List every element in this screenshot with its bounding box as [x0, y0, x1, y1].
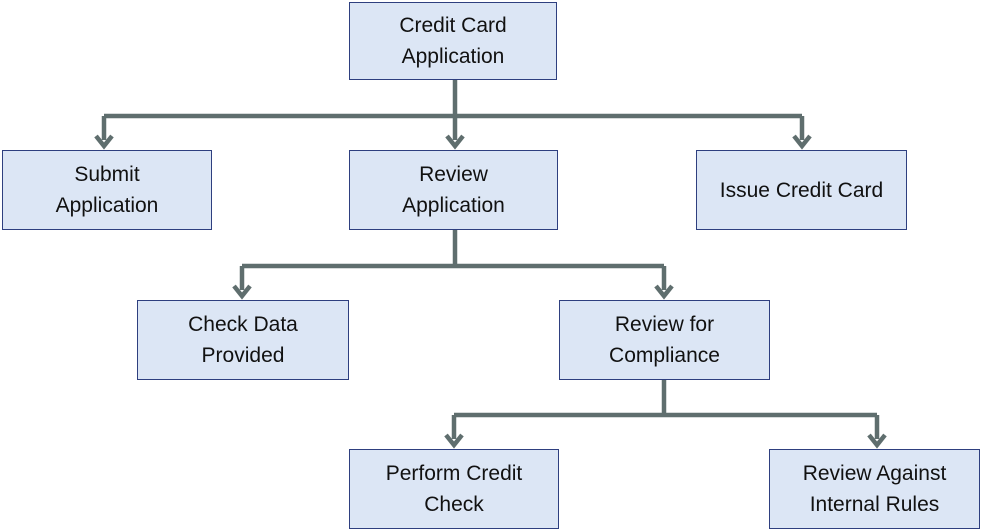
arrowhead-issue-credit-card: [792, 134, 812, 150]
node-check-data-provided: Check Data Provided: [137, 300, 349, 380]
arrowhead-review-against-internal-rules: [867, 433, 887, 449]
node-review-for-compliance: Review for Compliance: [559, 300, 770, 380]
arrowhead-review-for-compliance: [654, 284, 674, 300]
node-review-against-internal-rules: Review Against Internal Rules: [769, 449, 980, 529]
node-credit-card-application: Credit Card Application: [349, 2, 557, 80]
arrowhead-perform-credit-check: [444, 433, 464, 449]
node-review-application: Review Application: [349, 150, 558, 230]
arrowhead-check-data-provided: [232, 284, 252, 300]
arrowhead-submit-application: [94, 134, 114, 150]
node-perform-credit-check: Perform Credit Check: [349, 449, 559, 529]
arrowhead-review-application: [445, 134, 465, 150]
node-issue-credit-card: Issue Credit Card: [696, 150, 907, 230]
node-submit-application: Submit Application: [2, 150, 212, 230]
